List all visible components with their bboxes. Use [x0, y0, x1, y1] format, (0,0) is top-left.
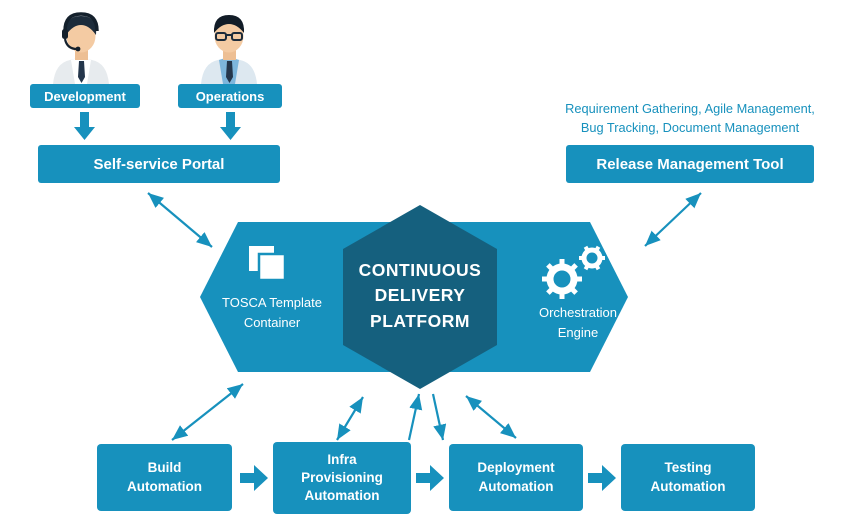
portal-platform-connector [147, 192, 213, 248]
infra-provisioning-automation-box: Infra Provisioning Automation [273, 442, 411, 514]
platform-infra-connector [336, 396, 364, 441]
build-infra-flow-arrow [240, 465, 268, 491]
development-avatar-icon [53, 12, 109, 84]
operations-label-box: Operations [178, 84, 282, 108]
platform-up-connector [407, 393, 423, 441]
release-tool-note: Requirement Gathering, Agile Management,… [565, 101, 815, 135]
deployment-testing-flow-arrow [588, 465, 616, 491]
tosca-template-container-icon [249, 246, 287, 282]
platform-build-connector [171, 383, 244, 441]
platform-down-connector [431, 393, 447, 441]
testing-automation-box: Testing Automation [621, 444, 755, 511]
self-service-portal-box: Self-service Portal [38, 145, 280, 183]
operations-avatar-icon [201, 15, 257, 84]
development-label-box: Development [30, 84, 140, 108]
platform-core-hexagon [343, 205, 497, 389]
orchestration-engine-icon [542, 245, 605, 299]
tosca-template-container-label: TOSCA Template Container [222, 295, 322, 330]
build-automation-box: Build Automation [97, 444, 232, 511]
development-down-arrow-icon [74, 112, 95, 140]
infra-deployment-flow-arrow [416, 465, 444, 491]
platform-deployment-connector [465, 395, 517, 439]
platform-title: CONTINUOUS DELIVERY PLATFORM [358, 260, 482, 331]
release-management-tool-box: Release Management Tool [566, 145, 814, 183]
orchestration-engine-label: Orchestration Engine [538, 305, 618, 340]
operations-down-arrow-icon [220, 112, 241, 140]
deployment-automation-box: Deployment Automation [449, 444, 583, 511]
release-platform-connector [644, 192, 702, 247]
